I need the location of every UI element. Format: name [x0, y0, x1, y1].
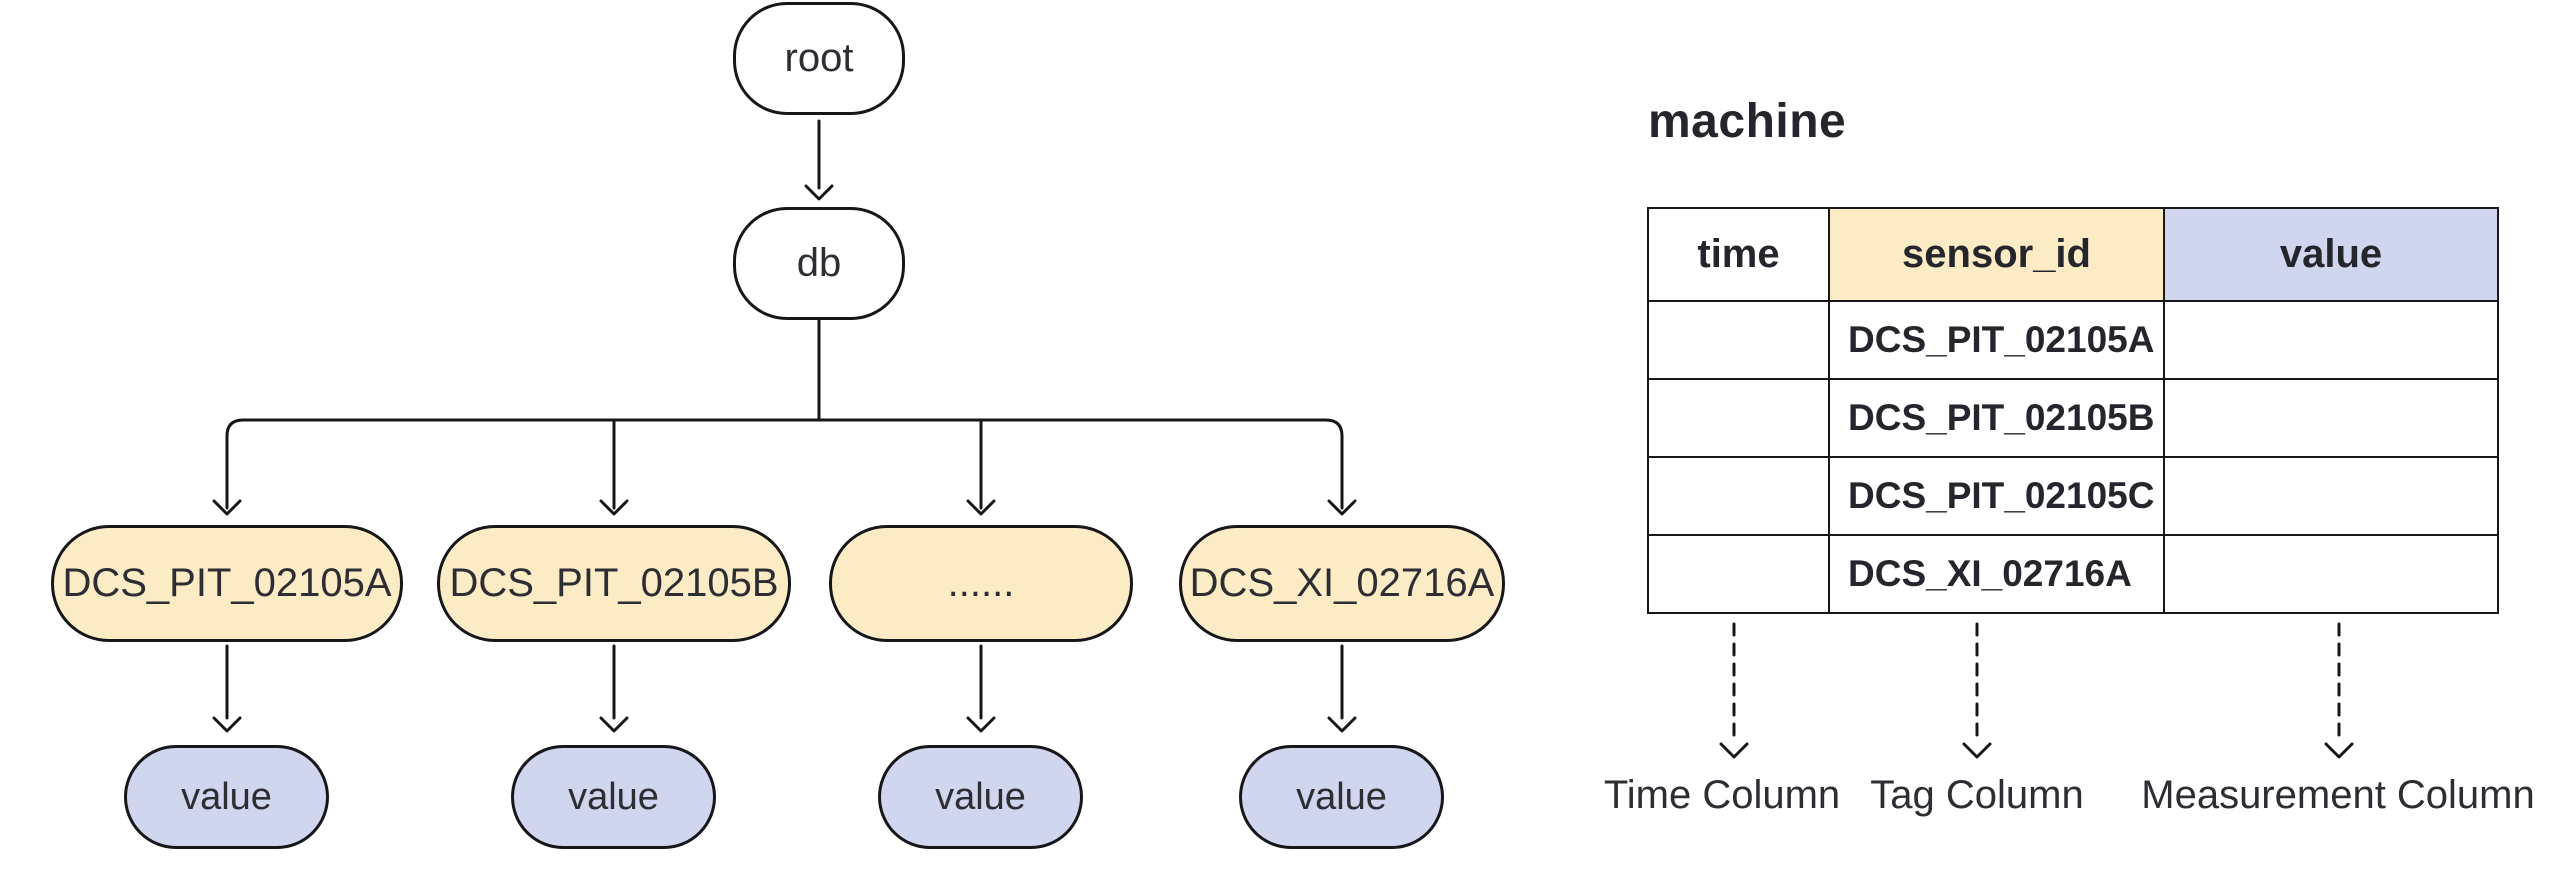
tree-node-value-1: value	[124, 745, 329, 849]
cell-time	[1647, 534, 1830, 614]
cell-time	[1647, 456, 1830, 536]
tree-node-sensor-ellipsis: ......	[829, 525, 1133, 642]
column-header-value: value	[2163, 207, 2499, 302]
tree-node-value-4: value	[1239, 745, 1444, 849]
tree-node-sensor-b: DCS_PIT_02105B	[437, 525, 791, 642]
annotation-time-column: Time Column	[1603, 773, 1841, 817]
tree-node-value-3: value	[878, 745, 1083, 849]
table-header-row: time sensor_id value	[1647, 207, 2499, 302]
annotation-tag-column: Tag Column	[1870, 773, 2084, 817]
tree-node-db: db	[733, 207, 905, 320]
cell-sensor-id: DCS_PIT_02105A	[1828, 300, 2165, 380]
dashed-annotation-arrows	[1719, 622, 2354, 759]
column-header-sensor-id: sensor_id	[1828, 207, 2165, 302]
tree-node-sensor-xi: DCS_XI_02716A	[1179, 525, 1505, 642]
tree-node-sensor-a: DCS_PIT_02105A	[51, 525, 403, 642]
cell-sensor-id: DCS_PIT_02105C	[1828, 456, 2165, 536]
machine-table: time sensor_id value DCS_PIT_02105A DCS_…	[1647, 207, 2499, 614]
edge-db-bus	[212, 318, 1357, 516]
cell-value	[2163, 534, 2499, 614]
annotation-measurement-column: Measurement Column	[2141, 773, 2535, 817]
table-row: DCS_PIT_02105A	[1647, 300, 2499, 380]
cell-value	[2163, 456, 2499, 536]
edge-root-db	[804, 119, 834, 201]
tree-node-root: root	[733, 2, 905, 115]
cell-time	[1647, 378, 1830, 458]
cell-sensor-id: DCS_XI_02716A	[1828, 534, 2165, 614]
table-title: machine	[1648, 95, 1847, 148]
cell-sensor-id: DCS_PIT_02105B	[1828, 378, 2165, 458]
table-row: DCS_XI_02716A	[1647, 534, 2499, 614]
table-row: DCS_PIT_02105C	[1647, 456, 2499, 536]
table-row: DCS_PIT_02105B	[1647, 378, 2499, 458]
cell-value	[2163, 378, 2499, 458]
column-header-time: time	[1647, 207, 1830, 302]
edge-sensor-value	[212, 644, 1357, 733]
tree-node-value-2: value	[511, 745, 716, 849]
cell-time	[1647, 300, 1830, 380]
cell-value	[2163, 300, 2499, 380]
